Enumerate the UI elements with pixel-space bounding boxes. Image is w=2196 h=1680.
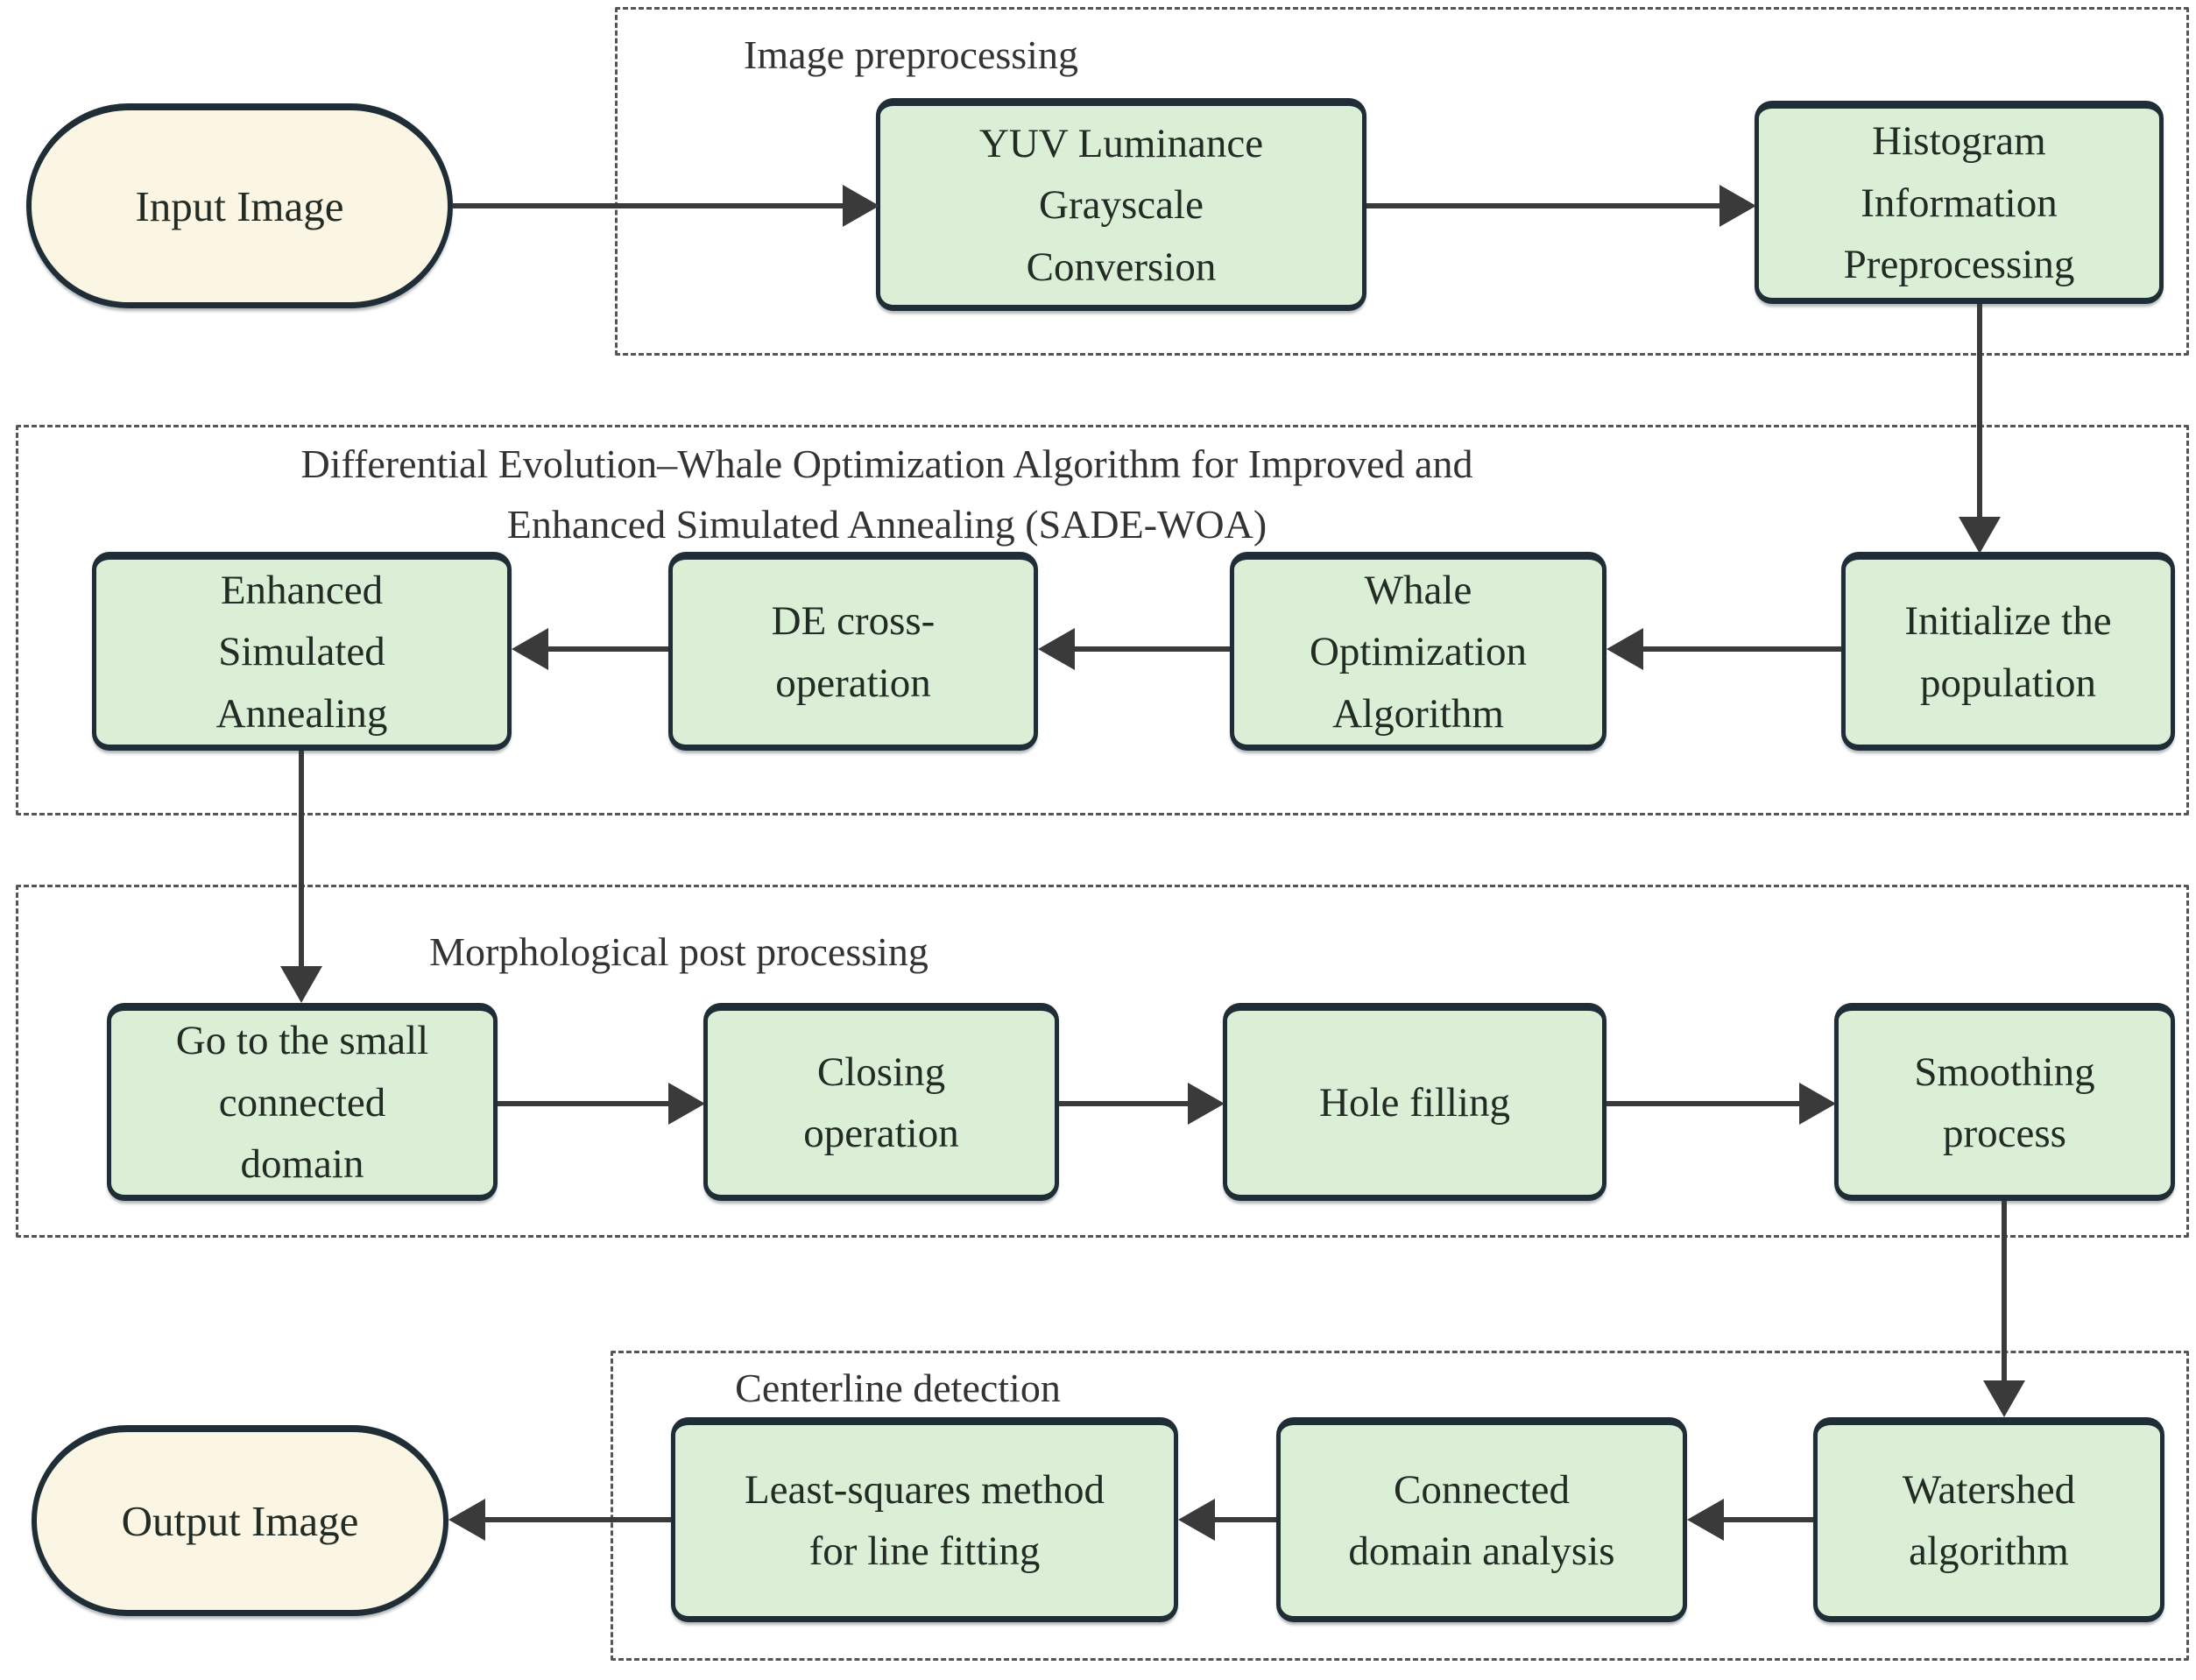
section-title-centerline: Centerline detection	[735, 1366, 1061, 1410]
arrow-connected-to-least-squares-head	[1178, 1499, 1215, 1541]
arrow-esa-to-goto-line	[299, 751, 304, 970]
section-sade-woa	[16, 425, 2189, 815]
arrow-esa-to-goto-head	[280, 966, 322, 1003]
arrow-least-squares-to-output-head	[448, 1499, 485, 1541]
arrow-connected-to-least-squares-line	[1213, 1517, 1276, 1522]
node-least-squares-line-fitting: Least-squares method for line fitting	[671, 1417, 1178, 1622]
arrow-initialize-to-woa-head	[1606, 628, 1643, 670]
node-yuv-grayscale-conversion: YUV Luminance Grayscale Conversion	[876, 98, 1366, 311]
node-hole-filling: Hole filling	[1223, 1003, 1606, 1201]
arrow-woa-to-de-head	[1038, 628, 1075, 670]
node-output-image: Output Image	[32, 1425, 448, 1616]
node-whale-optimization-algorithm: Whale Optimization Algorithm	[1230, 552, 1606, 751]
section-morphological	[16, 885, 2189, 1238]
node-closing-operation: Closing operation	[703, 1003, 1059, 1201]
arrow-least-squares-to-output-line	[484, 1517, 671, 1522]
node-connected-domain-analysis: Connected domain analysis	[1276, 1417, 1687, 1622]
node-input-image: Input Image	[26, 103, 453, 308]
arrow-de-to-esa-head	[512, 628, 548, 670]
arrow-smoothing-to-watershed-head	[1983, 1380, 2025, 1417]
arrow-histogram-to-initialize-head	[1959, 517, 2001, 554]
section-title-morphological: Morphological post processing	[429, 929, 929, 974]
node-smoothing-process: Smoothing process	[1834, 1003, 2175, 1201]
arrow-watershed-to-connected-line	[1722, 1517, 1813, 1522]
node-go-to-small-connected-domain: Go to the small connected domain	[107, 1003, 498, 1201]
arrow-yuv-to-histogram-line	[1366, 203, 1719, 208]
node-enhanced-simulated-annealing: Enhanced Simulated Annealing	[92, 552, 512, 751]
node-histogram-preprocessing: Histogram Information Preprocessing	[1755, 101, 2164, 304]
arrow-input-to-yuv-head	[843, 185, 879, 227]
arrow-closing-to-hole-line	[1059, 1101, 1188, 1106]
arrow-yuv-to-histogram-head	[1719, 185, 1756, 227]
section-image-preprocessing	[615, 7, 2189, 356]
arrow-goto-to-closing-head	[668, 1083, 705, 1125]
node-de-cross-operation: DE cross- operation	[668, 552, 1038, 751]
section-title-image-preprocessing: Image preprocessing	[744, 32, 1078, 77]
section-title-sade-woa: Differential Evolution–Whale Optimizatio…	[300, 441, 1473, 547]
arrow-smoothing-to-watershed-line	[2002, 1201, 2007, 1384]
arrow-initialize-to-woa-line	[1642, 646, 1841, 652]
arrow-watershed-to-connected-head	[1687, 1499, 1724, 1541]
arrow-goto-to-closing-line	[498, 1101, 668, 1106]
arrow-woa-to-de-line	[1073, 646, 1230, 652]
node-initialize-population: Initialize the population	[1841, 552, 2175, 751]
arrow-input-to-yuv-line	[453, 203, 843, 208]
arrow-histogram-to-initialize-line	[1977, 304, 1982, 519]
arrow-hole-to-smoothing-line	[1606, 1101, 1799, 1106]
node-watershed-algorithm: Watershed algorithm	[1813, 1417, 2164, 1622]
section-centerline	[611, 1351, 2189, 1661]
arrow-de-to-esa-line	[547, 646, 668, 652]
arrow-hole-to-smoothing-head	[1799, 1083, 1836, 1125]
arrow-closing-to-hole-head	[1188, 1083, 1225, 1125]
